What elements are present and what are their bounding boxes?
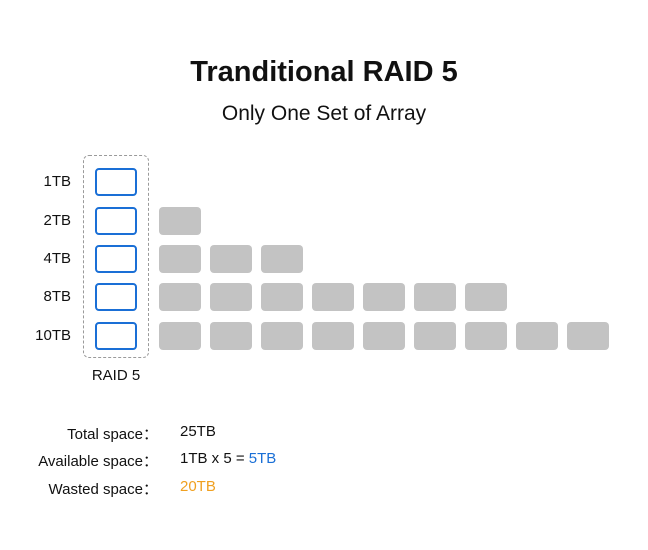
- summary-total-value: 25TB: [180, 423, 216, 440]
- wasted-disk-block: [465, 322, 507, 350]
- row-label: 8TB: [43, 288, 71, 305]
- raid-group-outline: [83, 155, 149, 358]
- raid-group-label: RAID 5: [91, 367, 141, 384]
- wasted-disk-block: [159, 283, 201, 311]
- summary-available-label: Available space：: [38, 453, 158, 470]
- row-label: 2TB: [43, 212, 71, 229]
- raid-member-disk: [95, 322, 137, 350]
- wasted-disk-block: [261, 283, 303, 311]
- wasted-disk-block: [261, 322, 303, 350]
- summary-wasted-value: 20TB: [180, 478, 216, 495]
- raid-member-disk: [95, 245, 137, 273]
- wasted-disk-block: [414, 322, 456, 350]
- diagram-subtitle: Only One Set of Array: [221, 102, 427, 125]
- wasted-disk-block: [159, 322, 201, 350]
- summary-wasted-label: Wasted space：: [48, 481, 159, 498]
- wasted-disk-block: [159, 245, 201, 273]
- raid-member-disk: [95, 283, 137, 311]
- row-label: 1TB: [43, 173, 71, 190]
- wasted-disk-block: [567, 322, 609, 350]
- row-label: 4TB: [43, 250, 71, 267]
- wasted-disk-block: [465, 283, 507, 311]
- summary-available-formula: 1TB x 5 =: [180, 450, 249, 467]
- wasted-disk-block: [516, 322, 558, 350]
- raid-member-disk: [95, 207, 137, 235]
- wasted-disk-block: [210, 322, 252, 350]
- wasted-disk-block: [363, 322, 405, 350]
- summary-available-result: 5TB: [248, 450, 277, 467]
- raid-member-disk: [95, 168, 137, 196]
- wasted-disk-block: [210, 283, 252, 311]
- summary-available-value: 1TB x 5 = 5TB: [180, 450, 276, 467]
- wasted-disk-block: [414, 283, 456, 311]
- row-label: 10TB: [35, 327, 71, 344]
- summary-total-label: Total space：: [67, 426, 158, 443]
- wasted-disk-block: [312, 283, 354, 311]
- diagram-title: Tranditional RAID 5: [190, 56, 458, 88]
- wasted-disk-block: [312, 322, 354, 350]
- wasted-disk-block: [363, 283, 405, 311]
- wasted-disk-block: [261, 245, 303, 273]
- wasted-disk-block: [210, 245, 252, 273]
- wasted-disk-block: [159, 207, 201, 235]
